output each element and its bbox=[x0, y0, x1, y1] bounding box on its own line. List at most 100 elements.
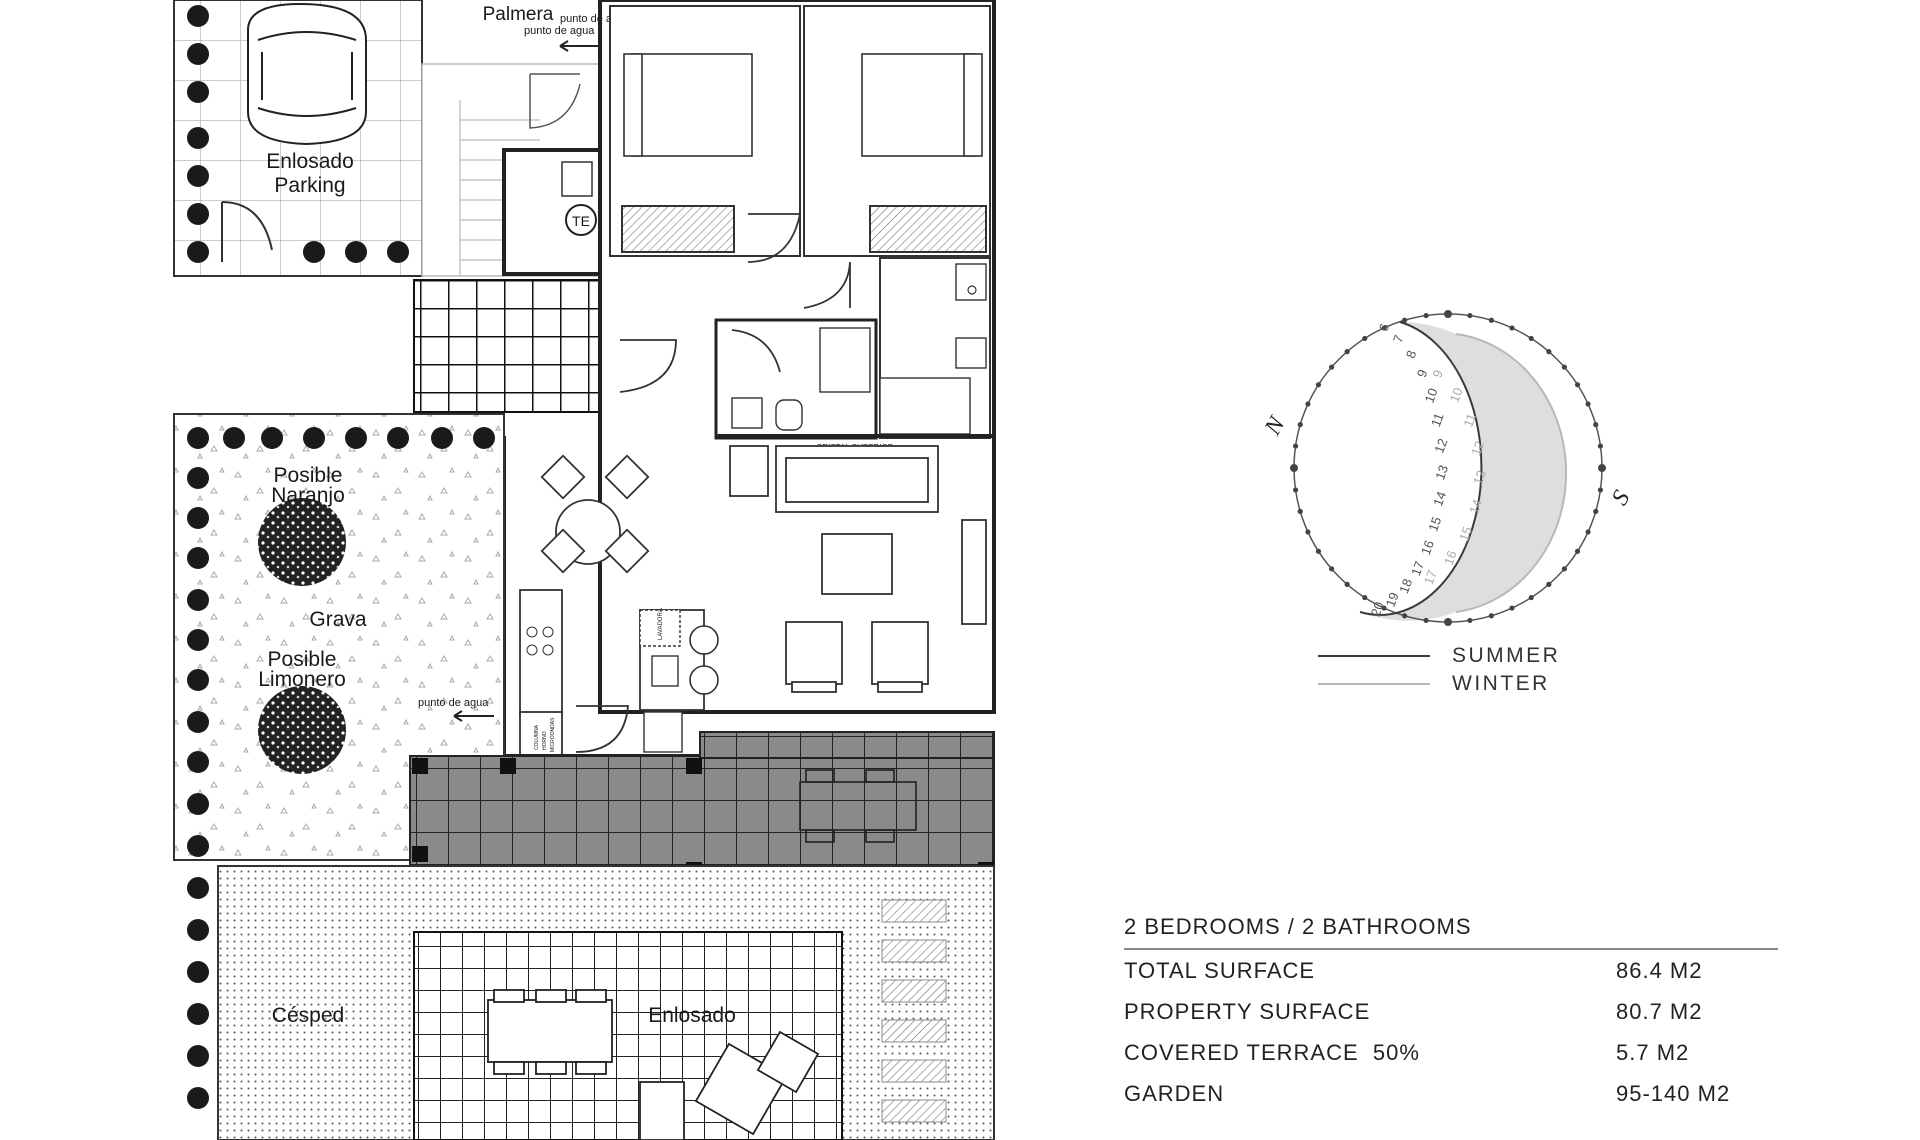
hour-label: 15 bbox=[1456, 524, 1475, 543]
rim-dot bbox=[1423, 617, 1429, 624]
rim-dot bbox=[1598, 464, 1606, 472]
summary-value: 95-140 M2 bbox=[1616, 1080, 1731, 1106]
rim-dot bbox=[1444, 310, 1452, 318]
summary-label: GARDEN bbox=[1124, 1080, 1225, 1106]
washer-label: LAVADORA bbox=[658, 608, 664, 640]
hour-label: 11 bbox=[1460, 411, 1479, 429]
winter-line bbox=[1318, 683, 1430, 685]
summary-value: 86.4 M2 bbox=[1616, 957, 1703, 983]
summary-row: GARDEN 95-140 M2 bbox=[1124, 1073, 1778, 1114]
hour-label: 14 bbox=[1430, 489, 1449, 508]
rim-dot bbox=[1362, 594, 1368, 601]
summary-title: 2 BEDROOMS / 2 BATHROOMS bbox=[1124, 914, 1778, 950]
summer-label: SUMMER bbox=[1452, 644, 1561, 667]
rim-dot bbox=[1315, 382, 1322, 388]
rim-dot bbox=[1546, 581, 1552, 587]
lawn-label: Césped bbox=[272, 1004, 344, 1027]
water-point-label-side: punto de agua bbox=[418, 697, 489, 709]
hour-label: 19 bbox=[1383, 590, 1402, 609]
rim-dot bbox=[1381, 605, 1387, 611]
rim-dot bbox=[1297, 422, 1303, 428]
patio-label: Enlosado bbox=[648, 1004, 736, 1027]
rim-dot bbox=[1444, 618, 1452, 626]
lemon-label-2: Limonero bbox=[258, 668, 346, 691]
rim-dot bbox=[1292, 487, 1299, 493]
rim-dot bbox=[1329, 566, 1335, 572]
legend-winter: WINTER bbox=[1318, 670, 1578, 698]
rim-dot bbox=[1305, 401, 1311, 407]
hour-label: 9 bbox=[1429, 368, 1446, 380]
gravel-label: Grava bbox=[309, 608, 367, 631]
summary-row: COVERED TERRACE 50% 5.7 M2 bbox=[1124, 1032, 1778, 1073]
summary-value: 80.7 M2 bbox=[1616, 998, 1703, 1024]
hour-label: 17 bbox=[1421, 568, 1440, 587]
property-summary: 2 BEDROOMS / 2 BATHROOMS TOTAL SURFACE 8… bbox=[1124, 914, 1778, 1114]
rim-dot bbox=[1297, 508, 1303, 514]
summer-path bbox=[1359, 321, 1483, 616]
legend-summer: SUMMER bbox=[1318, 642, 1578, 670]
sun-shade-region bbox=[1360, 322, 1567, 621]
summary-label: TOTAL SURFACE bbox=[1124, 957, 1316, 983]
rim-dot bbox=[1488, 613, 1494, 619]
microwave-label: MICROONDAS bbox=[550, 717, 556, 752]
rim-dot bbox=[1292, 443, 1299, 449]
hour-label: 10 bbox=[1447, 386, 1466, 405]
hour-label: 12 bbox=[1468, 439, 1487, 458]
rim-dot bbox=[1585, 401, 1591, 407]
rim-dot bbox=[1561, 566, 1567, 572]
rim-dot bbox=[1593, 422, 1599, 428]
rim-dot bbox=[1597, 443, 1604, 449]
hour-label: 20 bbox=[1368, 600, 1387, 619]
rim-dot bbox=[1561, 364, 1567, 370]
lemon-label-1: Posible bbox=[268, 648, 337, 671]
summary-label: PROPERTY SURFACE bbox=[1124, 998, 1371, 1024]
summary-row: TOTAL SURFACE 86.4 M2 bbox=[1124, 950, 1778, 991]
dining-set bbox=[540, 454, 650, 574]
lemon-tree-icon bbox=[258, 686, 346, 774]
water-point-label-2: punto de agua bbox=[524, 25, 595, 37]
orange-label-1: Posible bbox=[274, 464, 343, 487]
rim-dot bbox=[1593, 508, 1599, 514]
summary-value: 5.7 M2 bbox=[1616, 1039, 1690, 1065]
oven-label: HORNO bbox=[542, 731, 548, 750]
rim-dot bbox=[1344, 581, 1350, 587]
summary-row: PROPERTY SURFACE 80.7 M2 bbox=[1124, 991, 1778, 1032]
rim-dot bbox=[1509, 605, 1515, 611]
orange-label-2: Naranjo bbox=[271, 484, 345, 507]
rim-dot bbox=[1528, 335, 1534, 342]
hour-label: 18 bbox=[1396, 577, 1415, 596]
hour-label: 9 bbox=[1414, 367, 1431, 379]
rim-dot bbox=[1528, 594, 1534, 601]
hour-label: 8 bbox=[1403, 348, 1420, 360]
parking-label-1: Enlosado bbox=[266, 150, 354, 173]
rim-dot bbox=[1423, 312, 1429, 319]
rim-dot bbox=[1509, 325, 1515, 331]
orange-tree-icon bbox=[258, 498, 346, 586]
hour-label: 13 bbox=[1470, 468, 1489, 487]
rim-dot bbox=[1402, 613, 1408, 619]
hour-label: 16 bbox=[1441, 548, 1460, 567]
summary-label: COVERED TERRACE 50% bbox=[1124, 1039, 1420, 1065]
palmera-label: Palmera bbox=[483, 4, 554, 25]
hour-label: 11 bbox=[1428, 411, 1447, 429]
rim-dot bbox=[1467, 312, 1473, 319]
rim-dot bbox=[1362, 335, 1368, 342]
rim-dot bbox=[1315, 548, 1322, 554]
rim-dot bbox=[1467, 617, 1473, 624]
hour-label: 10 bbox=[1421, 386, 1440, 405]
rim-dot bbox=[1290, 464, 1298, 472]
floor-plan: Enlosado Parking Palmera punto de agua p… bbox=[173, 0, 996, 1140]
rim-dot bbox=[1329, 364, 1335, 370]
te-label: TE bbox=[572, 213, 590, 229]
car-icon bbox=[247, 2, 367, 146]
rim-dot bbox=[1381, 325, 1387, 331]
rim-dot bbox=[1546, 349, 1552, 355]
winter-path bbox=[1455, 333, 1568, 613]
hour-label: 15 bbox=[1425, 515, 1444, 534]
hour-label: 6 bbox=[1376, 322, 1393, 334]
rim-dot bbox=[1574, 548, 1581, 554]
south-label: S bbox=[1607, 486, 1636, 509]
